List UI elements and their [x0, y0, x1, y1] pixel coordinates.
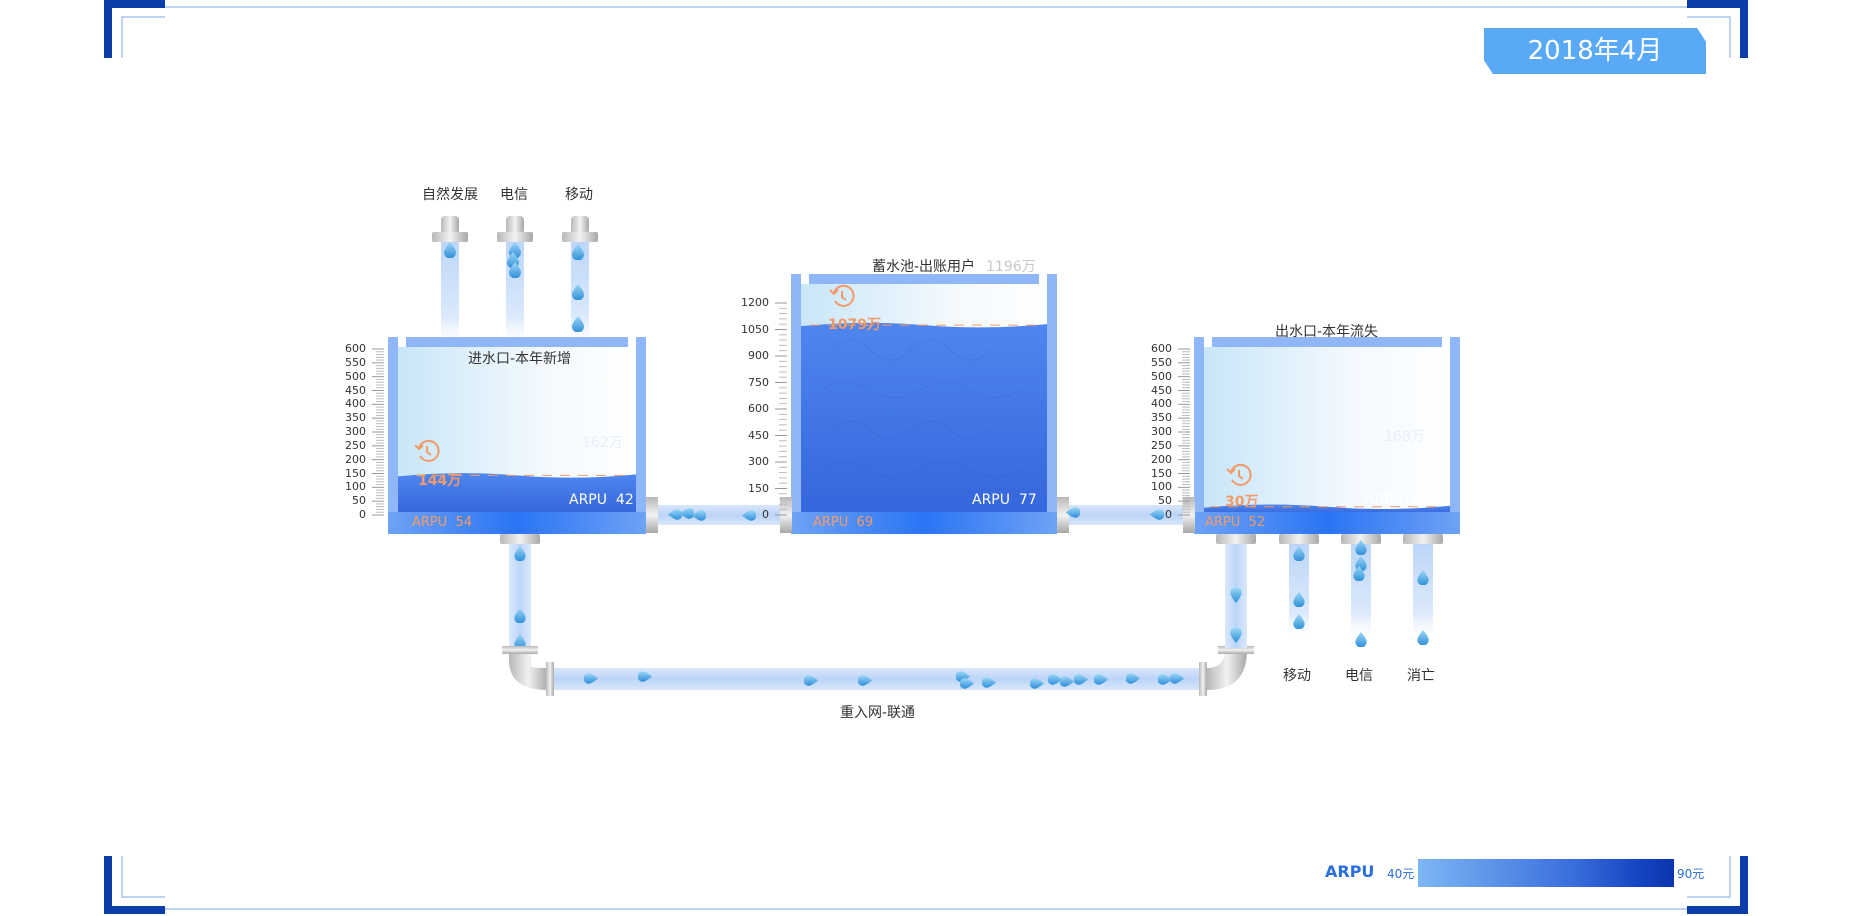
scale-tick-label: 250: [345, 438, 366, 452]
scale-tick-label: 0: [1165, 508, 1172, 521]
scale-tick-label: 900: [748, 349, 769, 362]
scale-tick-label: 150: [1151, 466, 1172, 480]
outlet-tank: [1194, 337, 1460, 534]
source-label-telecom: 电信: [500, 187, 528, 203]
source-label-natural: 自然发展: [422, 187, 478, 203]
scale-tick-label: 50: [352, 494, 366, 508]
scale-tick-label: 550: [1151, 355, 1172, 369]
scale-tick-label: 500: [345, 369, 366, 383]
legend-title: ARPU: [1325, 862, 1375, 881]
legend-min: 40元: [1387, 867, 1415, 881]
outlet-arpu-right: ARPU 58: [1365, 492, 1430, 508]
drain-label-telecom: 电信: [1345, 668, 1373, 684]
scale-tick-label: 400: [345, 397, 366, 411]
return-pipe-label: 重入网-联通: [840, 705, 916, 721]
scale-tick-label: 250: [1151, 438, 1172, 452]
scale-tick-label: 150: [748, 481, 769, 495]
legend-gradient-bar[interactable]: [1418, 859, 1674, 887]
scale-tick-label: 300: [1151, 425, 1172, 438]
scale-tick-label: 600: [345, 342, 366, 355]
nozzle-mobile: [562, 216, 598, 242]
inlet-arpu-right: ARPU 42: [569, 492, 634, 508]
scale-tick-label: 350: [345, 411, 366, 425]
date-badge[interactable]: 2018年4月: [1484, 28, 1706, 74]
reservoir-tank: [791, 274, 1057, 534]
scale-tick-label: 1050: [741, 322, 769, 336]
source-label-mobile: 移动: [565, 187, 593, 203]
inlet-tank: [388, 337, 646, 534]
scale-tick-label: 0: [359, 508, 366, 521]
outlet-scale: [1178, 348, 1190, 516]
outlet-capacity: 168万: [1384, 429, 1425, 445]
scale-tick-label: 500: [1151, 369, 1172, 383]
nozzle-telecom: [497, 216, 533, 242]
outlet-arpu-left: ARPU 52: [1205, 515, 1266, 530]
outlet-title: 出水口-本年流失: [1275, 324, 1379, 340]
reservoir-title: 蓄水池-出账用户: [872, 259, 976, 275]
scale-tick-label: 200: [345, 452, 366, 466]
outlet-drain-pipes: [1279, 534, 1443, 647]
inlet-capacity: 162万: [582, 435, 623, 451]
reservoir-scale: [775, 302, 787, 516]
inlet-title: 进水口-本年新增: [468, 351, 572, 367]
history-icon[interactable]: [414, 439, 440, 462]
scale-tick-label: 100: [345, 480, 366, 494]
scale-tick-label: 450: [748, 428, 769, 442]
scale-tick-label: 750: [748, 375, 769, 389]
reservoir-level-value: 1079万: [828, 317, 881, 333]
scale-tick-label: 150: [345, 466, 366, 480]
inlet-arpu-left: ARPU 54: [412, 515, 473, 530]
drain-label-mobile: 移动: [1283, 668, 1311, 684]
history-icon[interactable]: [1226, 463, 1252, 486]
inlet-level-value: 144万: [418, 473, 462, 489]
outlet-level-value: 30万: [1225, 494, 1259, 510]
scale-tick-label: 550: [345, 355, 366, 369]
scale-tick-label: 600: [1151, 342, 1172, 355]
drain-label-death: 消亡: [1407, 668, 1435, 684]
reservoir-arpu-right: ARPU 77: [972, 492, 1037, 508]
inlet-scale: [372, 348, 384, 516]
scale-tick-label: 100: [1151, 480, 1172, 494]
history-icon[interactable]: [829, 284, 855, 307]
reservoir-arpu-left: ARPU 69: [813, 515, 874, 530]
scale-tick-label: 450: [1151, 383, 1172, 397]
scale-tick-label: 600: [748, 402, 769, 415]
nozzle-natural: [432, 216, 468, 242]
scale-tick-label: 300: [748, 455, 769, 468]
scale-tick-label: 50: [1158, 494, 1172, 508]
scale-tick-label: 0: [762, 508, 769, 521]
scale-tick-label: 1200: [741, 296, 769, 309]
inlet-source-pipes: [432, 216, 598, 354]
connector-inlet-reservoir: [646, 497, 792, 533]
legend-max: 90元: [1677, 867, 1705, 881]
reservoir-capacity: 1196万: [986, 259, 1036, 275]
connector-reservoir-outlet: [1057, 497, 1195, 533]
scale-tick-label: 300: [345, 425, 366, 438]
scale-tick-label: 200: [1151, 452, 1172, 466]
scale-tick-label: 450: [345, 383, 366, 397]
scale-tick-label: 350: [1151, 411, 1172, 425]
scale-tick-label: 400: [1151, 397, 1172, 411]
return-pipe: [500, 534, 1256, 696]
